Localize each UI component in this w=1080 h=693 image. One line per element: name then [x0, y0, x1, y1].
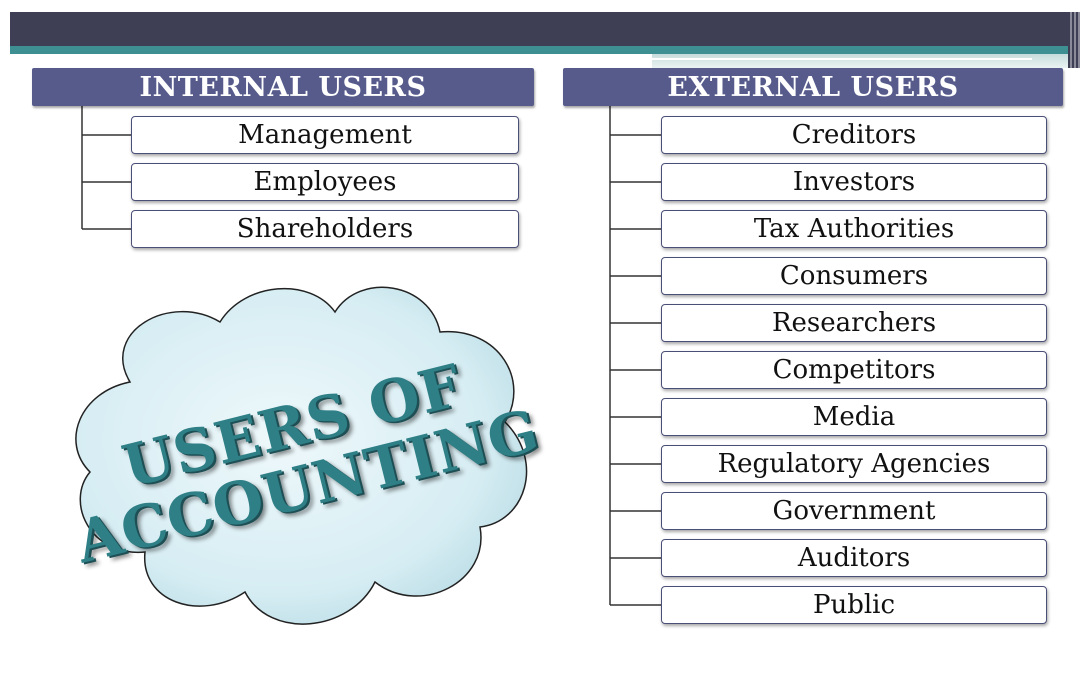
internal-user-box: Employees	[131, 163, 519, 201]
internal-users-header: INTERNAL USERS	[32, 68, 534, 106]
top-banner-highlight	[652, 54, 1068, 68]
top-banner-stripe	[652, 58, 1032, 60]
external-user-box: Media	[661, 398, 1047, 436]
external-user-box: Auditors	[661, 539, 1047, 577]
top-banner	[10, 12, 1068, 46]
external-user-box: Creditors	[661, 116, 1047, 154]
users-of-accounting-cloud: USERS OF ACCOUNTING	[60, 272, 546, 640]
internal-user-box: Shareholders	[131, 210, 519, 248]
external-user-box: Government	[661, 492, 1047, 530]
internal-user-box: Management	[131, 116, 519, 154]
external-user-box: Tax Authorities	[661, 210, 1047, 248]
external-user-box: Investors	[661, 163, 1047, 201]
external-users-header: EXTERNAL USERS	[563, 68, 1063, 106]
external-user-box: Public	[661, 586, 1047, 624]
external-user-box: Researchers	[661, 304, 1047, 342]
connector-lines	[81, 106, 661, 606]
banner-edge-lines	[1068, 12, 1080, 68]
external-user-box: Competitors	[661, 351, 1047, 389]
cloud-shape	[75, 286, 528, 625]
external-user-box: Consumers	[661, 257, 1047, 295]
cloud-outline	[75, 286, 528, 625]
external-user-box: Regulatory Agencies	[661, 445, 1047, 483]
top-banner-accent	[10, 46, 1068, 54]
